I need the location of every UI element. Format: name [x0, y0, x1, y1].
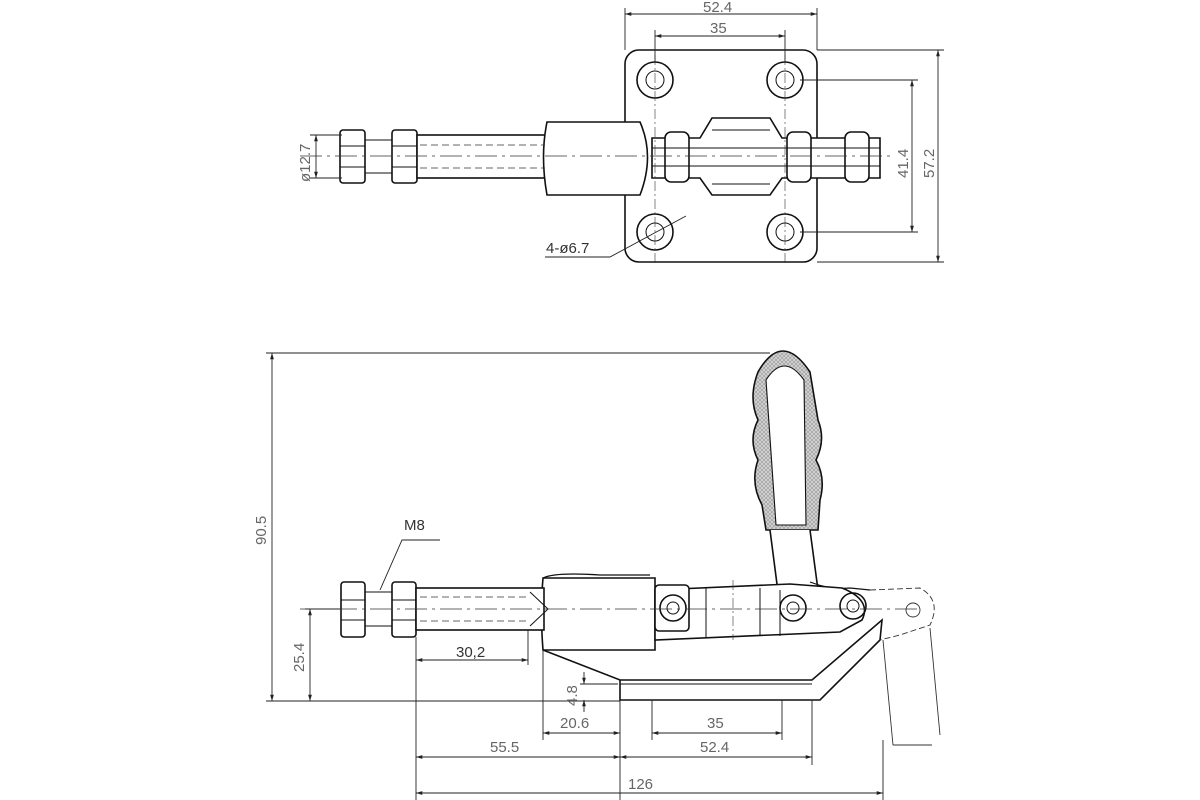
dim-top-width: 52.4 — [703, 0, 733, 16]
dim-top-hole-spacing-x: 35 — [710, 20, 727, 37]
dim-side-hole-spacing: 35 — [707, 715, 724, 732]
dim-rod-length: 55.5 — [490, 739, 520, 756]
thread-label: M8 — [404, 517, 425, 534]
side-dimensions — [266, 352, 884, 800]
top-dimensions — [310, 8, 944, 263]
dim-base-offset: 20.6 — [560, 715, 590, 732]
dim-top-hole-spacing-y: 41.4 — [895, 148, 912, 178]
base — [542, 618, 883, 701]
dim-total-length: 126 — [628, 776, 654, 793]
dim-thread-length: 30,2 — [456, 644, 486, 661]
dim-rod-diameter: ø12.7 — [297, 143, 314, 182]
housing — [540, 577, 656, 651]
dim-base-thickness: 4.8 — [564, 685, 581, 706]
dim-base-length: 52.4 — [700, 739, 730, 756]
nut — [340, 581, 366, 638]
nut — [391, 581, 417, 638]
housing — [542, 121, 649, 196]
dim-top-height: 57.2 — [921, 148, 938, 178]
nut — [339, 129, 366, 184]
dim-total-height: 90.5 — [253, 515, 270, 545]
side-view — [266, 350, 941, 800]
top-view — [300, 8, 944, 265]
linkage — [651, 117, 881, 196]
nut — [391, 129, 418, 184]
holes-note: 4-ø6.7 — [546, 240, 590, 257]
dim-axis-height: 25.4 — [291, 642, 308, 672]
plunger-rod — [416, 134, 548, 179]
